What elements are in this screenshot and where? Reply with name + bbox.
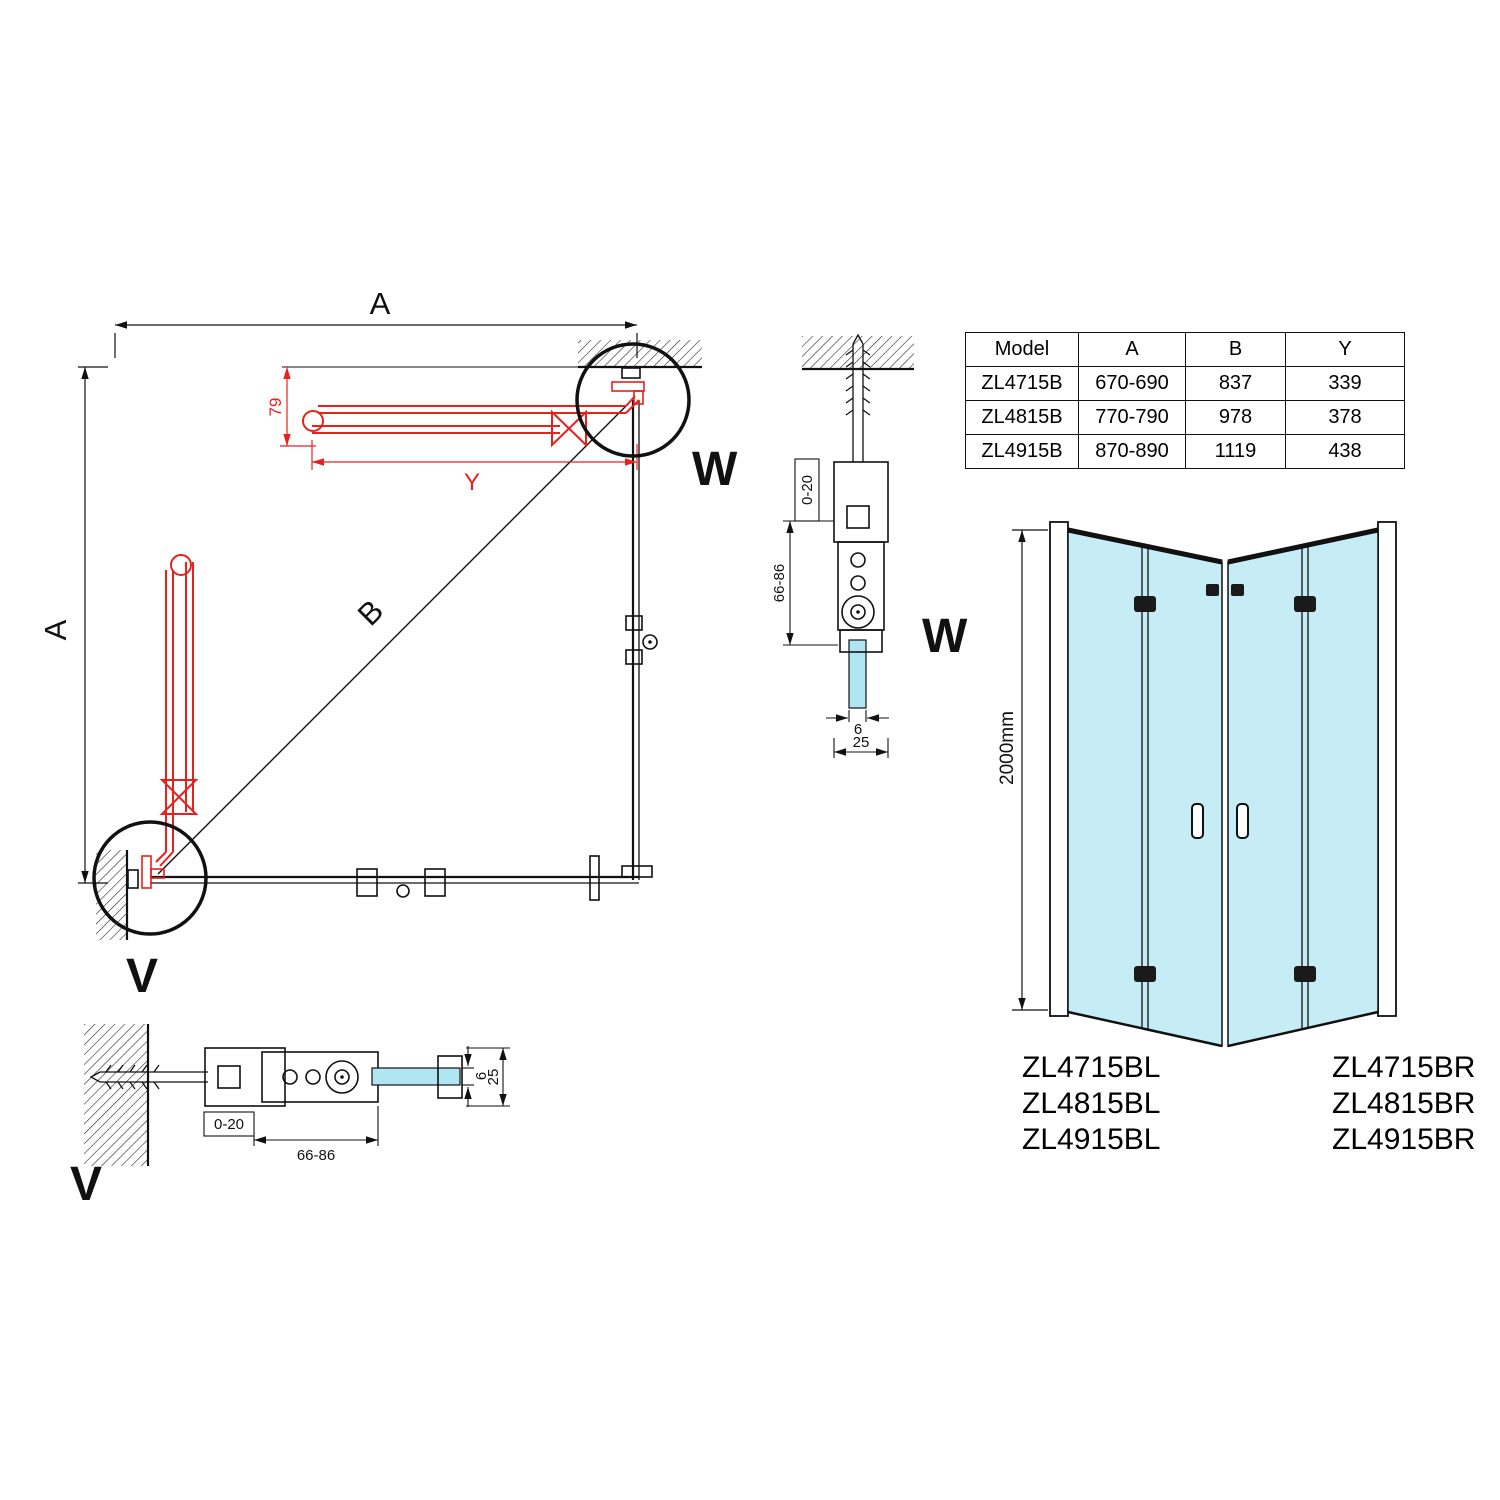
plan-dim-width (114, 321, 638, 358)
detail-w-wall (802, 336, 914, 371)
table-cell-y: 339 (1285, 366, 1405, 401)
variant-label: ZL4815BL (1022, 1087, 1161, 1120)
detail-w-dim-profile-label: 66-86 (771, 564, 788, 602)
detail-v-dim-profile (253, 1106, 379, 1146)
plan-door-top-open (302, 395, 640, 448)
table-cell-b: 1119 (1185, 434, 1286, 469)
detail-w-glass (848, 639, 867, 709)
detail-v-dim-depth-label: 25 (485, 1069, 502, 1086)
table-cell-y: 438 (1285, 434, 1405, 469)
detail-v-label: V (70, 1158, 102, 1211)
plan-dim-height (78, 366, 108, 884)
detail-w-dim-depth-label: 25 (853, 734, 870, 751)
table-cell-a: 870-890 (1078, 434, 1186, 469)
detail-v-glass-clamp (437, 1055, 463, 1099)
plan-dim-width-label: A (370, 286, 391, 321)
table-row: ZL4715B 670-690 837 339 (965, 366, 1405, 401)
table-cell-b: 837 (1185, 366, 1286, 401)
table-cell-model: ZL4815B (965, 400, 1079, 435)
table-cell-a: 670-690 (1078, 366, 1186, 401)
detail-v-glass (371, 1067, 461, 1086)
detail-circle-v (92, 820, 208, 936)
table-cell-model: ZL4915B (965, 434, 1079, 469)
detail-v-dim-adjust (203, 1111, 255, 1137)
perspective-wall-profile-left (1049, 521, 1069, 1017)
detail-w-dim-depth (833, 738, 889, 758)
detail-v-profile (204, 1047, 379, 1107)
plan-diagonal (157, 403, 629, 875)
variant-labels-right: ZL4715BR ZL4815BR ZL4915BR (1332, 1050, 1475, 1158)
plan-panel-right (625, 400, 658, 880)
plan-view: A A B (38, 286, 738, 1003)
detail-w-dim-glass (826, 710, 889, 722)
plan-dim-door-label: Y (464, 469, 480, 496)
plan-corner-fitting-top (611, 367, 645, 405)
table-cell-b: 978 (1185, 400, 1286, 435)
variant-label: ZL4915BL (1022, 1123, 1161, 1156)
perspective-handle-left (1191, 803, 1204, 839)
dimensions-table: Model A B Y ZL4715B 670-690 837 339 ZL48… (965, 332, 1405, 469)
plan-panel-bottom (150, 855, 653, 901)
detail-w-label: W (922, 610, 968, 663)
table-cell-model: ZL4715B (965, 366, 1079, 401)
table-row: ZL4815B 770-790 978 378 (965, 400, 1405, 435)
detail-w-dim-adjust-label: 0-20 (799, 475, 816, 505)
variant-label: ZL4715BL (1022, 1051, 1161, 1084)
detail-v-dim-adjust-label: 0-20 (214, 1116, 244, 1133)
detail-w-dim-glass-label: 6 (854, 721, 862, 738)
plan-door-left-open (155, 554, 199, 867)
detail-v-dim-profile-label: 66-86 (297, 1147, 335, 1164)
detail-circle-w (575, 342, 691, 458)
perspective-dim-height-label: 2000mm (997, 711, 1018, 785)
perspective-handle-right (1236, 803, 1249, 839)
table-cell-a: 770-790 (1078, 400, 1186, 435)
variant-label: ZL4915BR (1332, 1123, 1476, 1156)
detail-v-anchor (89, 1064, 208, 1090)
perspective-fold-lines (1141, 546, 1309, 1030)
variant-label: ZL4715BR (1332, 1051, 1476, 1084)
perspective-hinges (1134, 584, 1316, 982)
detail-w-anchor (845, 333, 871, 462)
detail-v-dim-glass (462, 1046, 474, 1107)
variant-labels-left: ZL4715BL ZL4815BL ZL4915BL (1022, 1050, 1160, 1158)
detail-v-dim-glass-label: 6 (473, 1072, 490, 1080)
plan-dim-height-label: A (38, 619, 73, 640)
plan-corner-fitting-bottom (127, 855, 165, 889)
detail-v-wall (84, 1024, 150, 1166)
perspective-view: 2000mm (997, 521, 1397, 1048)
detail-w-profile (833, 461, 889, 631)
plan-dim-diagonal-label: B (351, 593, 390, 632)
table-row: ZL4915B 870-890 1119 438 (965, 434, 1405, 469)
detail-v-dim-depth (466, 1047, 510, 1107)
perspective-dim-height (1012, 529, 1048, 1011)
detail-w-view: 0-20 66-86 6 25 W (771, 333, 968, 758)
detail-w-glass-clamp (839, 629, 883, 653)
table-header-a: A (1078, 332, 1186, 367)
table-header-y: Y (1285, 332, 1405, 367)
plan-dim-door-offset-label: 79 (266, 398, 285, 417)
perspective-wall-profile-right (1377, 521, 1397, 1017)
table-cell-y: 378 (1285, 400, 1405, 435)
detail-v-view: 0-20 66-86 6 25 V (70, 1024, 510, 1211)
plan-dim-door-offset (280, 367, 316, 447)
table-header-model: Model (965, 332, 1079, 367)
table-header-b: B (1185, 332, 1286, 367)
plan-detail-marker-v: V (126, 950, 158, 1003)
table-header-row: Model A B Y (965, 332, 1405, 367)
plan-detail-marker-w: W (692, 443, 738, 496)
variant-label: ZL4815BR (1332, 1087, 1476, 1120)
detail-w-dim-profile (783, 520, 838, 646)
